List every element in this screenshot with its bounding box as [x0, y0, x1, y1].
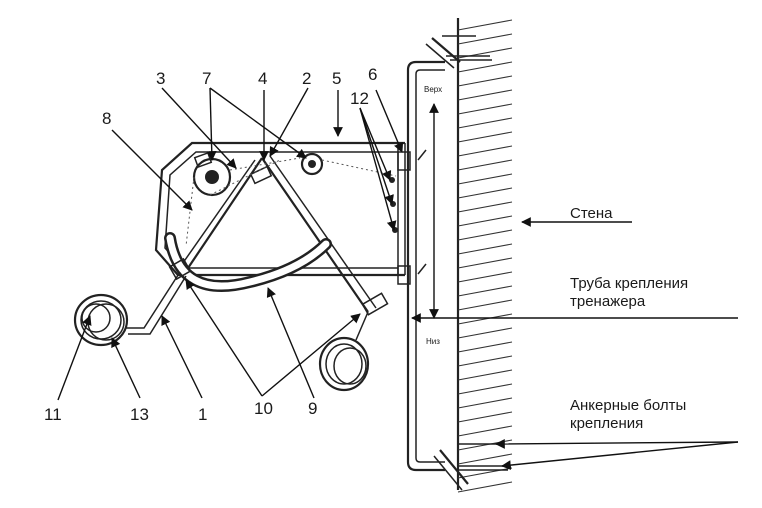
mount-pipe-label-1: Труба крепления — [570, 275, 688, 292]
anchor-label-1: Анкерные болты — [570, 397, 686, 414]
wall-hatch-line — [457, 201, 513, 213]
label-3: 3 — [156, 69, 165, 88]
mount-pipe-label-2: тренажера — [570, 293, 646, 310]
pulley-3 — [192, 157, 232, 197]
mounting-pipe — [406, 60, 445, 472]
wall-label: Стена — [570, 205, 613, 222]
wall-hatch-line — [457, 19, 513, 31]
wall-hatch-line — [457, 285, 513, 297]
label-12: 12 — [350, 89, 369, 108]
wall-hatch-line — [457, 187, 513, 199]
wall-hatch-line — [457, 89, 513, 101]
wall-hatch-line — [457, 313, 513, 325]
wall-hatch-line — [457, 425, 513, 437]
wall-hatch-line — [457, 215, 513, 227]
clamps-6 — [397, 149, 427, 285]
label-9: 9 — [308, 399, 317, 418]
anchor-label-2: крепления — [570, 415, 643, 432]
wall-hatch-line — [457, 103, 513, 115]
wall-hatch-line — [457, 383, 513, 395]
label-2: 2 — [302, 69, 311, 88]
wall-hatch-line — [457, 229, 513, 241]
wall-hatch-line — [457, 159, 513, 171]
wall-hatch-line — [457, 33, 513, 45]
cable — [185, 157, 397, 247]
wall-hatch-line — [457, 243, 513, 255]
wall-hatch-line — [457, 481, 513, 493]
text-annotations: Стена Труба крепления тренажера Анкерные… — [424, 85, 688, 432]
label-10: 10 — [254, 399, 273, 418]
wall-hatch-line — [457, 173, 513, 185]
wall-hatch-line — [457, 453, 513, 465]
wall-hatch-line — [457, 271, 513, 283]
wall-hatch-line — [457, 341, 513, 353]
wall-hatch-line — [457, 327, 513, 339]
wall-hatch-line — [457, 131, 513, 143]
wall-hatch-line — [457, 61, 513, 73]
wall — [456, 18, 513, 493]
handle-10 — [318, 311, 370, 392]
label-6: 6 — [368, 65, 377, 84]
pulley-2 — [300, 152, 324, 176]
label-5: 5 — [332, 69, 341, 88]
wall-hatch-line — [457, 75, 513, 87]
hinges-10 — [168, 257, 389, 316]
top-label: Верх — [424, 85, 442, 94]
anchor-bolt-bottom — [433, 443, 510, 491]
lower-cable — [126, 271, 187, 335]
label-1: 1 — [198, 405, 207, 424]
label-7: 7 — [202, 69, 211, 88]
trainer-frame — [154, 141, 406, 277]
struts — [177, 155, 377, 313]
wall-hatch-line — [457, 117, 513, 129]
wall-hatch-line — [457, 299, 513, 311]
label-4: 4 — [258, 69, 267, 88]
curved-arm-9 — [164, 232, 332, 292]
wall-hatch-line — [457, 257, 513, 269]
wall-hatch-line — [457, 439, 513, 451]
handle-11-13 — [73, 293, 129, 347]
wall-hatch-line — [457, 411, 513, 423]
leader-lines — [57, 87, 739, 470]
label-13: 13 — [130, 405, 149, 424]
label-11: 11 — [44, 405, 62, 424]
wall-hatch-line — [457, 355, 513, 367]
cable-stops-12 — [389, 177, 398, 233]
wall-hatch-line — [457, 397, 513, 409]
label-8: 8 — [102, 109, 111, 128]
bottom-label: Низ — [426, 337, 440, 346]
anchor-bolt-top — [425, 35, 492, 69]
wall-hatch-line — [457, 369, 513, 381]
wall-hatch-line — [457, 145, 513, 157]
number-labels: 3 7 4 2 5 6 12 8 11 13 1 10 9 — [44, 65, 377, 424]
